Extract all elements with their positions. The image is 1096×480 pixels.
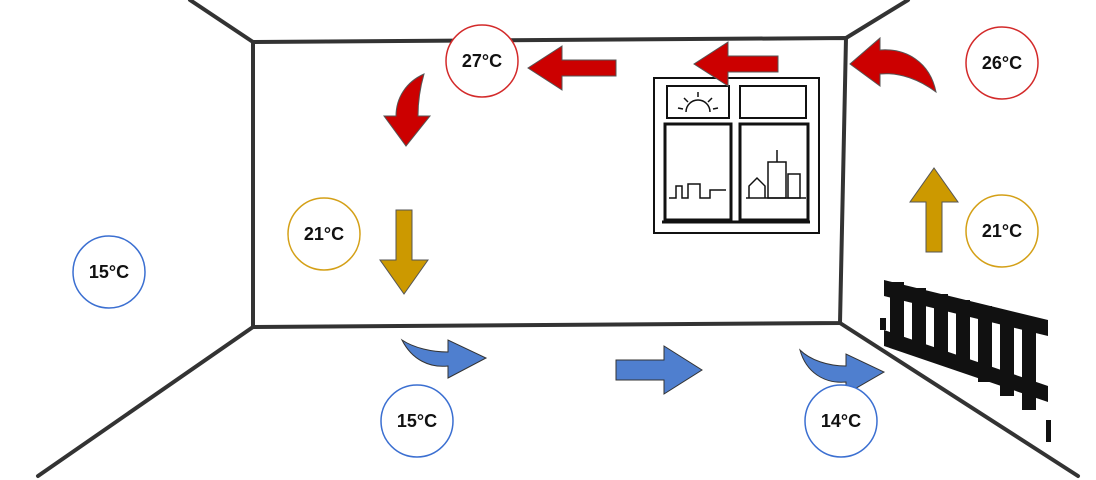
arrows-warm <box>379 167 959 295</box>
city-skyline-icon <box>669 150 806 199</box>
edge-bottom-left <box>36 325 255 478</box>
arrow-left-ceiling <box>527 45 617 91</box>
window-icon <box>653 77 820 234</box>
arrows-hot <box>383 36 937 147</box>
edge-top-left <box>188 0 255 44</box>
temp-wall-right-mid: 21°C <box>982 221 1022 241</box>
ring-floor-right <box>804 384 878 458</box>
temp-wall-left-mid: 21°C <box>304 224 344 244</box>
edge-top-right <box>844 0 910 40</box>
edge-bottom-right <box>838 321 1080 478</box>
ring-wall-left-mid <box>287 197 361 271</box>
arrows-cool <box>400 338 886 395</box>
ring-floor-left <box>380 384 454 458</box>
arrow-up-right-wall <box>909 167 959 253</box>
temp-outside-left: 15°C <box>89 262 129 282</box>
arrow-down-left-wall <box>379 209 429 295</box>
temp-floor-right: 14°C <box>821 411 861 431</box>
temp-ceiling-right: 26°C <box>982 53 1022 73</box>
back-wall <box>251 35 849 330</box>
radiator-icon <box>880 280 1051 442</box>
arrow-right-floor-mid <box>615 345 703 395</box>
arrow-curve-floor-right <box>799 348 886 395</box>
sun-icon <box>677 92 719 113</box>
arrow-left-window <box>693 41 779 87</box>
ring-ceiling-right <box>965 26 1039 100</box>
temp-ceiling-left: 27°C <box>462 51 502 71</box>
arrow-curve-down <box>383 73 432 147</box>
arrow-curve-floor-left <box>400 338 488 379</box>
ring-ceiling-left <box>445 24 519 98</box>
room-outline <box>36 0 1080 478</box>
arrow-curve-right <box>849 36 937 94</box>
temp-floor-left: 15°C <box>397 411 437 431</box>
ring-wall-right-mid <box>965 194 1039 268</box>
ring-outside-left <box>72 235 146 309</box>
